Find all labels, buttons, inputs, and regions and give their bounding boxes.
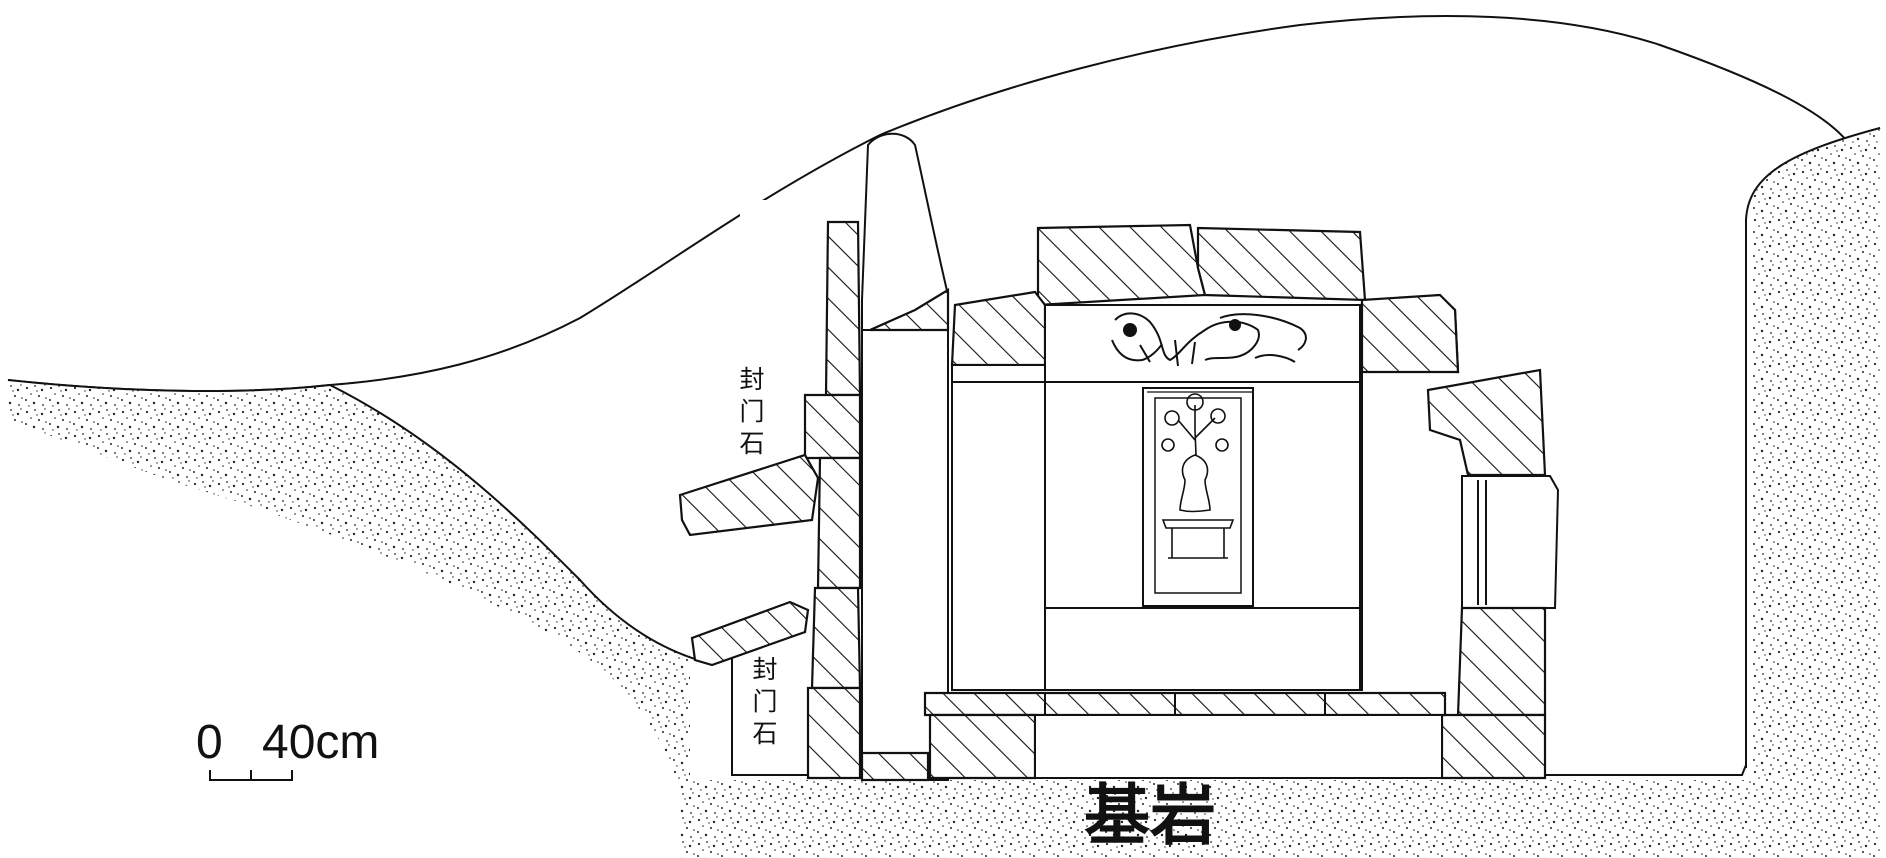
horse-relief-icon [1111,312,1307,367]
lintel-right [1196,226,1367,302]
flower-vase-relief-icon [1161,393,1235,559]
leaning-door-stone-upper [678,453,820,537]
soil-boundary-left [7,379,699,661]
upper-door-stone-label: 封 门 石 [739,365,764,458]
horse-relief-panel [1044,304,1361,383]
lower-door-stone-label: 封 门 石 [752,655,777,748]
svg-text:门: 门 [752,687,777,716]
outer-door-stone-4 [810,586,862,690]
svg-text:石: 石 [752,719,777,748]
chamber-inner [1044,304,1361,691]
outer-door-stone-3 [816,456,862,590]
right-wall-lower [1456,606,1547,717]
outer-door-stone-top [824,220,862,397]
bedrock-label: 基岩 [1084,777,1216,854]
soil-fill [8,128,1880,858]
lintel-left [1036,223,1207,307]
upright-slab [861,132,949,781]
floor-block-left [860,751,930,782]
platform-support-left [928,713,1037,780]
svg-text:石: 石 [739,429,764,458]
svg-text:门: 门 [739,397,764,426]
platform-void [1034,714,1443,779]
svg-text:0: 0 [196,716,223,769]
svg-text:封: 封 [752,655,777,684]
vase-relief-panel [1142,387,1254,607]
scale-bar: 0 40cm [196,716,379,781]
right-wall-base [1440,713,1547,780]
svg-text:40cm: 40cm [262,716,379,769]
right-wall-mid [1461,475,1560,609]
outer-door-stone-5 [806,686,862,780]
leaning-door-stone-lower [690,600,810,667]
platform-slab [923,691,1447,717]
svg-text:封: 封 [739,365,764,394]
right-wall-top [1360,293,1460,374]
slab-wedge [869,288,950,332]
outer-door-stone-2 [803,393,862,460]
upper-block-left [950,290,1047,367]
